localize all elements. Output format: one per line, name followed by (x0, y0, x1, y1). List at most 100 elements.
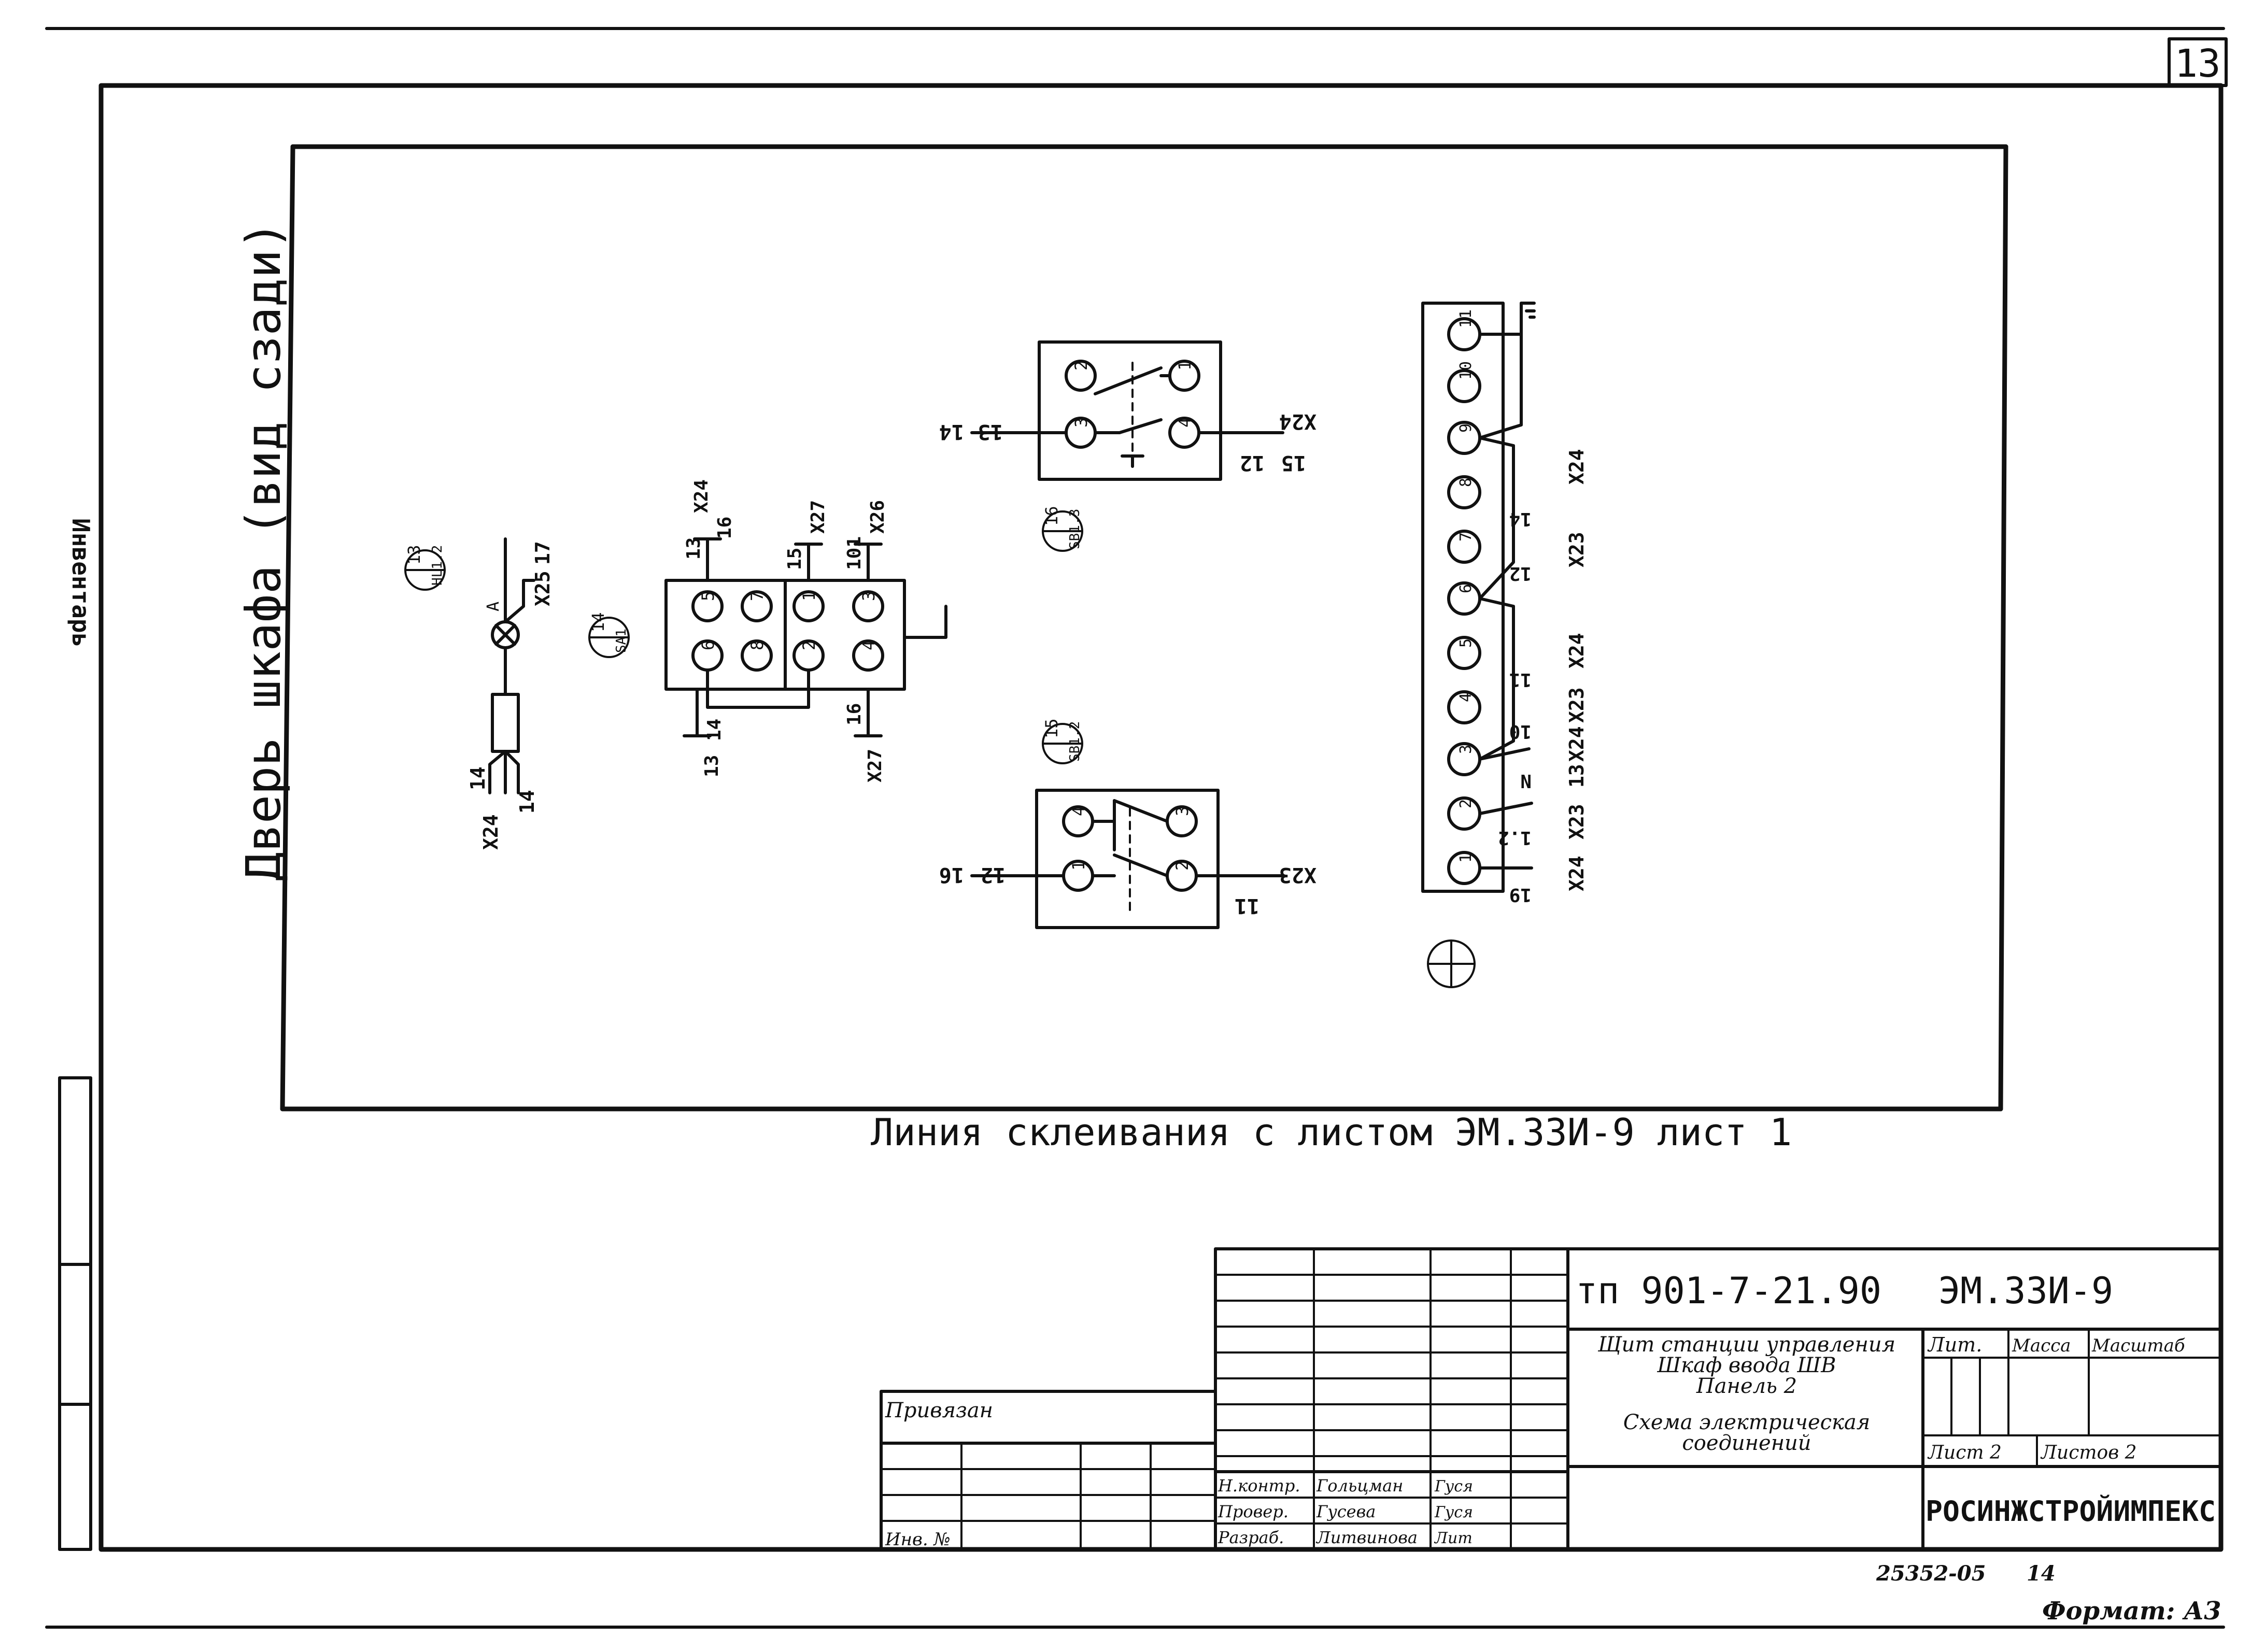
desc-line-2: Панель 2 (1696, 1374, 1797, 1398)
sa-top-wire-2: 16 (714, 517, 735, 539)
svg-text:15: 15 (1042, 718, 1061, 738)
svg-text:13: 13 (978, 420, 1003, 444)
sa-term-1 (792, 590, 825, 622)
desc-line-1: Шкаф ввода ШВ (1657, 1354, 1836, 1377)
sa-ref-num: 14 (588, 612, 608, 632)
svg-text:Гольцман: Гольцман (1316, 1476, 1403, 1496)
switch-sa: 14 SA1 5 7 1 3 6 8 2 4 13 X (588, 479, 947, 782)
lit-label: Лит. (1927, 1333, 1982, 1356)
svg-text:15: 15 (1281, 451, 1306, 475)
sa-top-wire-0: 13 (683, 537, 704, 560)
svg-text:11: 11 (1235, 894, 1259, 918)
glue-line-note: Линия склеивания с листом ЭМ.33И-9 лист … (871, 1110, 1792, 1154)
sa-term-2 (792, 639, 825, 672)
lamp-lead-label: A (483, 602, 503, 611)
sa-term-3-label: 3 (859, 591, 879, 601)
svg-text:13: 13 (1565, 764, 1588, 788)
desc-line-3: Схема электрическая (1623, 1411, 1870, 1434)
sa-terminals (691, 590, 884, 672)
sheets-label: Листов 2 (2040, 1442, 2137, 1463)
svg-text:16: 16 (1042, 506, 1061, 526)
svg-text:X24: X24 (1565, 633, 1588, 668)
svg-text:3: 3 (1457, 745, 1475, 754)
sheet-number-box (2168, 37, 2228, 87)
sa-term-6-label: 6 (698, 640, 718, 650)
button-sb-top: 2 1 3 4 13 14 12 15 X24 16 SB1.3 (939, 340, 1316, 552)
svg-text:Н.контр.: Н.контр. (1218, 1476, 1300, 1496)
sheet-code: ЭМ.33И-9 (1938, 1270, 2113, 1312)
sb-top-body (1038, 340, 1222, 481)
svg-text:16: 16 (939, 863, 964, 887)
sa-bot-wire-0: 14 (704, 719, 725, 741)
svg-text:12: 12 (981, 863, 1006, 887)
sa-ref-label: SA1 (614, 629, 629, 653)
svg-text:SB1.2: SB1.2 (1067, 721, 1083, 762)
button-sb-bot: 4 3 1 2 12 16 11 X23 15 SB1.2 (939, 718, 1316, 929)
sa-term-3 (852, 590, 884, 622)
svg-text:Разраб.: Разраб. (1218, 1528, 1284, 1547)
sa-top-wire-5: 101 (844, 536, 865, 570)
sa-bot-wire-2: 16 (844, 703, 865, 725)
svg-text:3: 3 (1071, 418, 1091, 428)
svg-text:11: 11 (1457, 309, 1475, 328)
sa-term-5-label: 5 (698, 591, 718, 601)
desc-line-0: Щит станции управления (1597, 1333, 1895, 1357)
svg-text:12: 12 (1240, 451, 1265, 475)
sa-term-8 (741, 639, 773, 672)
format-label: Формат: А3 (2042, 1597, 2221, 1626)
lamp-wire-top: X25 (531, 571, 554, 606)
svg-text:X24: X24 (1565, 726, 1588, 762)
svg-text:10: 10 (1457, 361, 1475, 380)
mass-label: Масса (2012, 1335, 2071, 1356)
sa-term-6 (691, 639, 724, 672)
archive-sheet: 14 (2027, 1561, 2056, 1586)
sa-bot-wire-1: 13 (701, 755, 723, 777)
svg-text:12: 12 (1509, 563, 1532, 584)
door-frame (280, 144, 2008, 1112)
sa-term-8-label: 8 (747, 640, 767, 650)
svg-text:3: 3 (1172, 806, 1192, 816)
terminal-block: 11 10 9 8 7 6 5 4 3 2 1 14 12 11 10 N 1.… (1421, 302, 1588, 988)
svg-text:Гусева: Гусева (1316, 1502, 1376, 1521)
archive-number: 25352-05 (1876, 1561, 1986, 1586)
sa-top-wire-6: X26 (867, 500, 888, 534)
lamp-ref-num: 13 (404, 545, 424, 565)
svg-text:1: 1 (1457, 853, 1475, 863)
svg-text:X24: X24 (1565, 856, 1588, 891)
org-name: РОСИНЖСТРОЙИМПЕКС (1926, 1495, 2216, 1528)
lamp-wire-bot: X24 (479, 814, 502, 850)
doc-code: тп 901-7-21.90 (1576, 1270, 1881, 1312)
svg-text:X23: X23 (1565, 687, 1588, 723)
lamp-wire-bot-id: 14 (466, 766, 489, 790)
svg-text:X24: X24 (1279, 409, 1316, 433)
lamp-ref-label: HL1.2 (430, 545, 445, 586)
sheet-label: Лист 2 (1927, 1442, 2002, 1463)
svg-text:7: 7 (1457, 532, 1475, 542)
sa-term-7-label: 7 (747, 591, 767, 601)
svg-text:Провер.: Провер. (1218, 1502, 1289, 1521)
privyazan-label: Привязан (885, 1399, 993, 1422)
side-note: Инвентарь (67, 518, 95, 647)
tb-terminals (1447, 317, 1481, 885)
sb-bot-body (1035, 789, 1220, 929)
sa-term-7 (741, 590, 773, 622)
svg-text:X24: X24 (1565, 449, 1588, 485)
svg-text:1: 1 (1175, 361, 1195, 371)
svg-text:5: 5 (1457, 638, 1475, 648)
svg-text:4: 4 (1069, 806, 1088, 816)
sa-term-1-label: 1 (799, 591, 819, 601)
svg-text:14: 14 (1509, 508, 1532, 530)
svg-text:10: 10 (1509, 721, 1532, 742)
svg-text:11: 11 (1509, 669, 1532, 690)
sa-term-4 (852, 639, 884, 672)
sa-bot-wire-3: X27 (865, 749, 886, 782)
door-title: Дверь шкафа (вид сзади) (236, 221, 291, 881)
desc-line-4: соединений (1682, 1431, 1811, 1455)
svg-text:2: 2 (1172, 861, 1192, 871)
svg-text:X23: X23 (1565, 532, 1588, 567)
svg-text:Литвинова: Литвинова (1315, 1528, 1418, 1547)
sa-term-2-label: 2 (799, 640, 819, 650)
lamp-wire-top-id: 17 (531, 541, 554, 565)
svg-text:9: 9 (1457, 423, 1475, 433)
svg-text:4: 4 (1457, 693, 1475, 702)
